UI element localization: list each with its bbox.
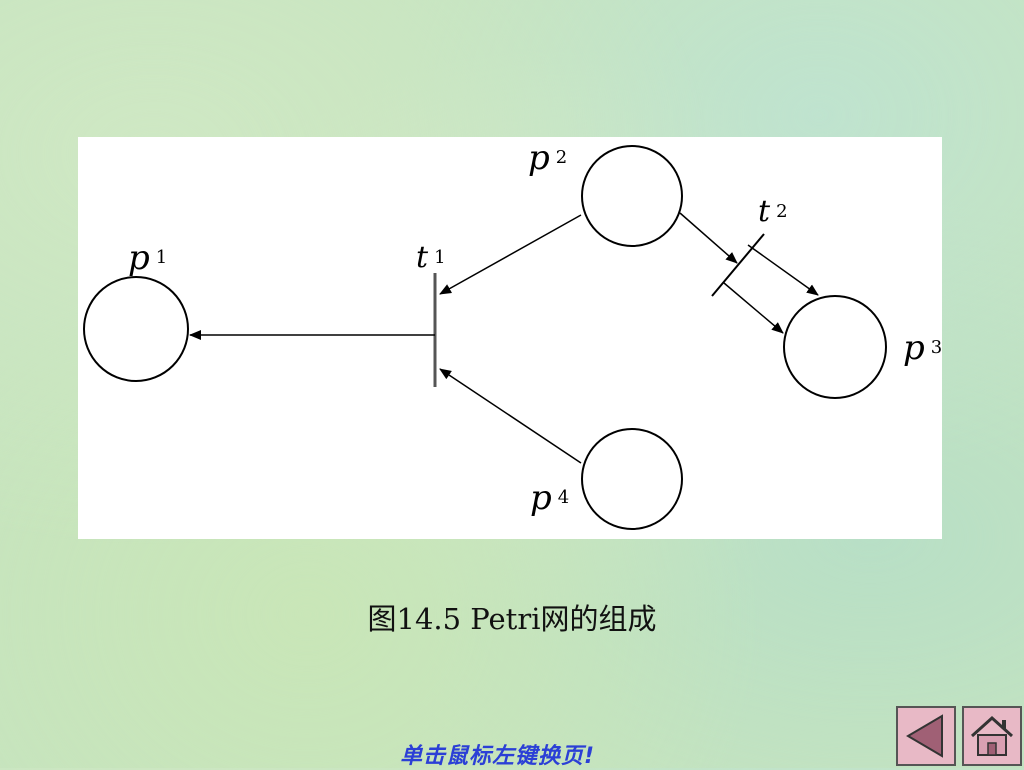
place-p1 [83,276,189,382]
arc-t2-p3-lower [723,282,784,334]
home-button[interactable] [962,706,1022,766]
arc-p4-t1 [439,368,582,464]
arc-p2-t2 [679,212,738,264]
place-p2 [581,145,683,247]
previous-page-button[interactable] [896,706,956,766]
arc-p2-t1 [439,214,582,295]
figure-caption: 图14.5 Petri网的组成 [367,602,657,636]
arc-t2-p3-upper [747,244,819,296]
home-icon [970,715,1014,756]
place-p3 [783,295,887,399]
transition-t2 [711,233,765,297]
page-turn-hint: 单击鼠标左键换页! [400,744,596,769]
left-triangle-icon [906,714,943,758]
place-p4 [581,428,683,530]
